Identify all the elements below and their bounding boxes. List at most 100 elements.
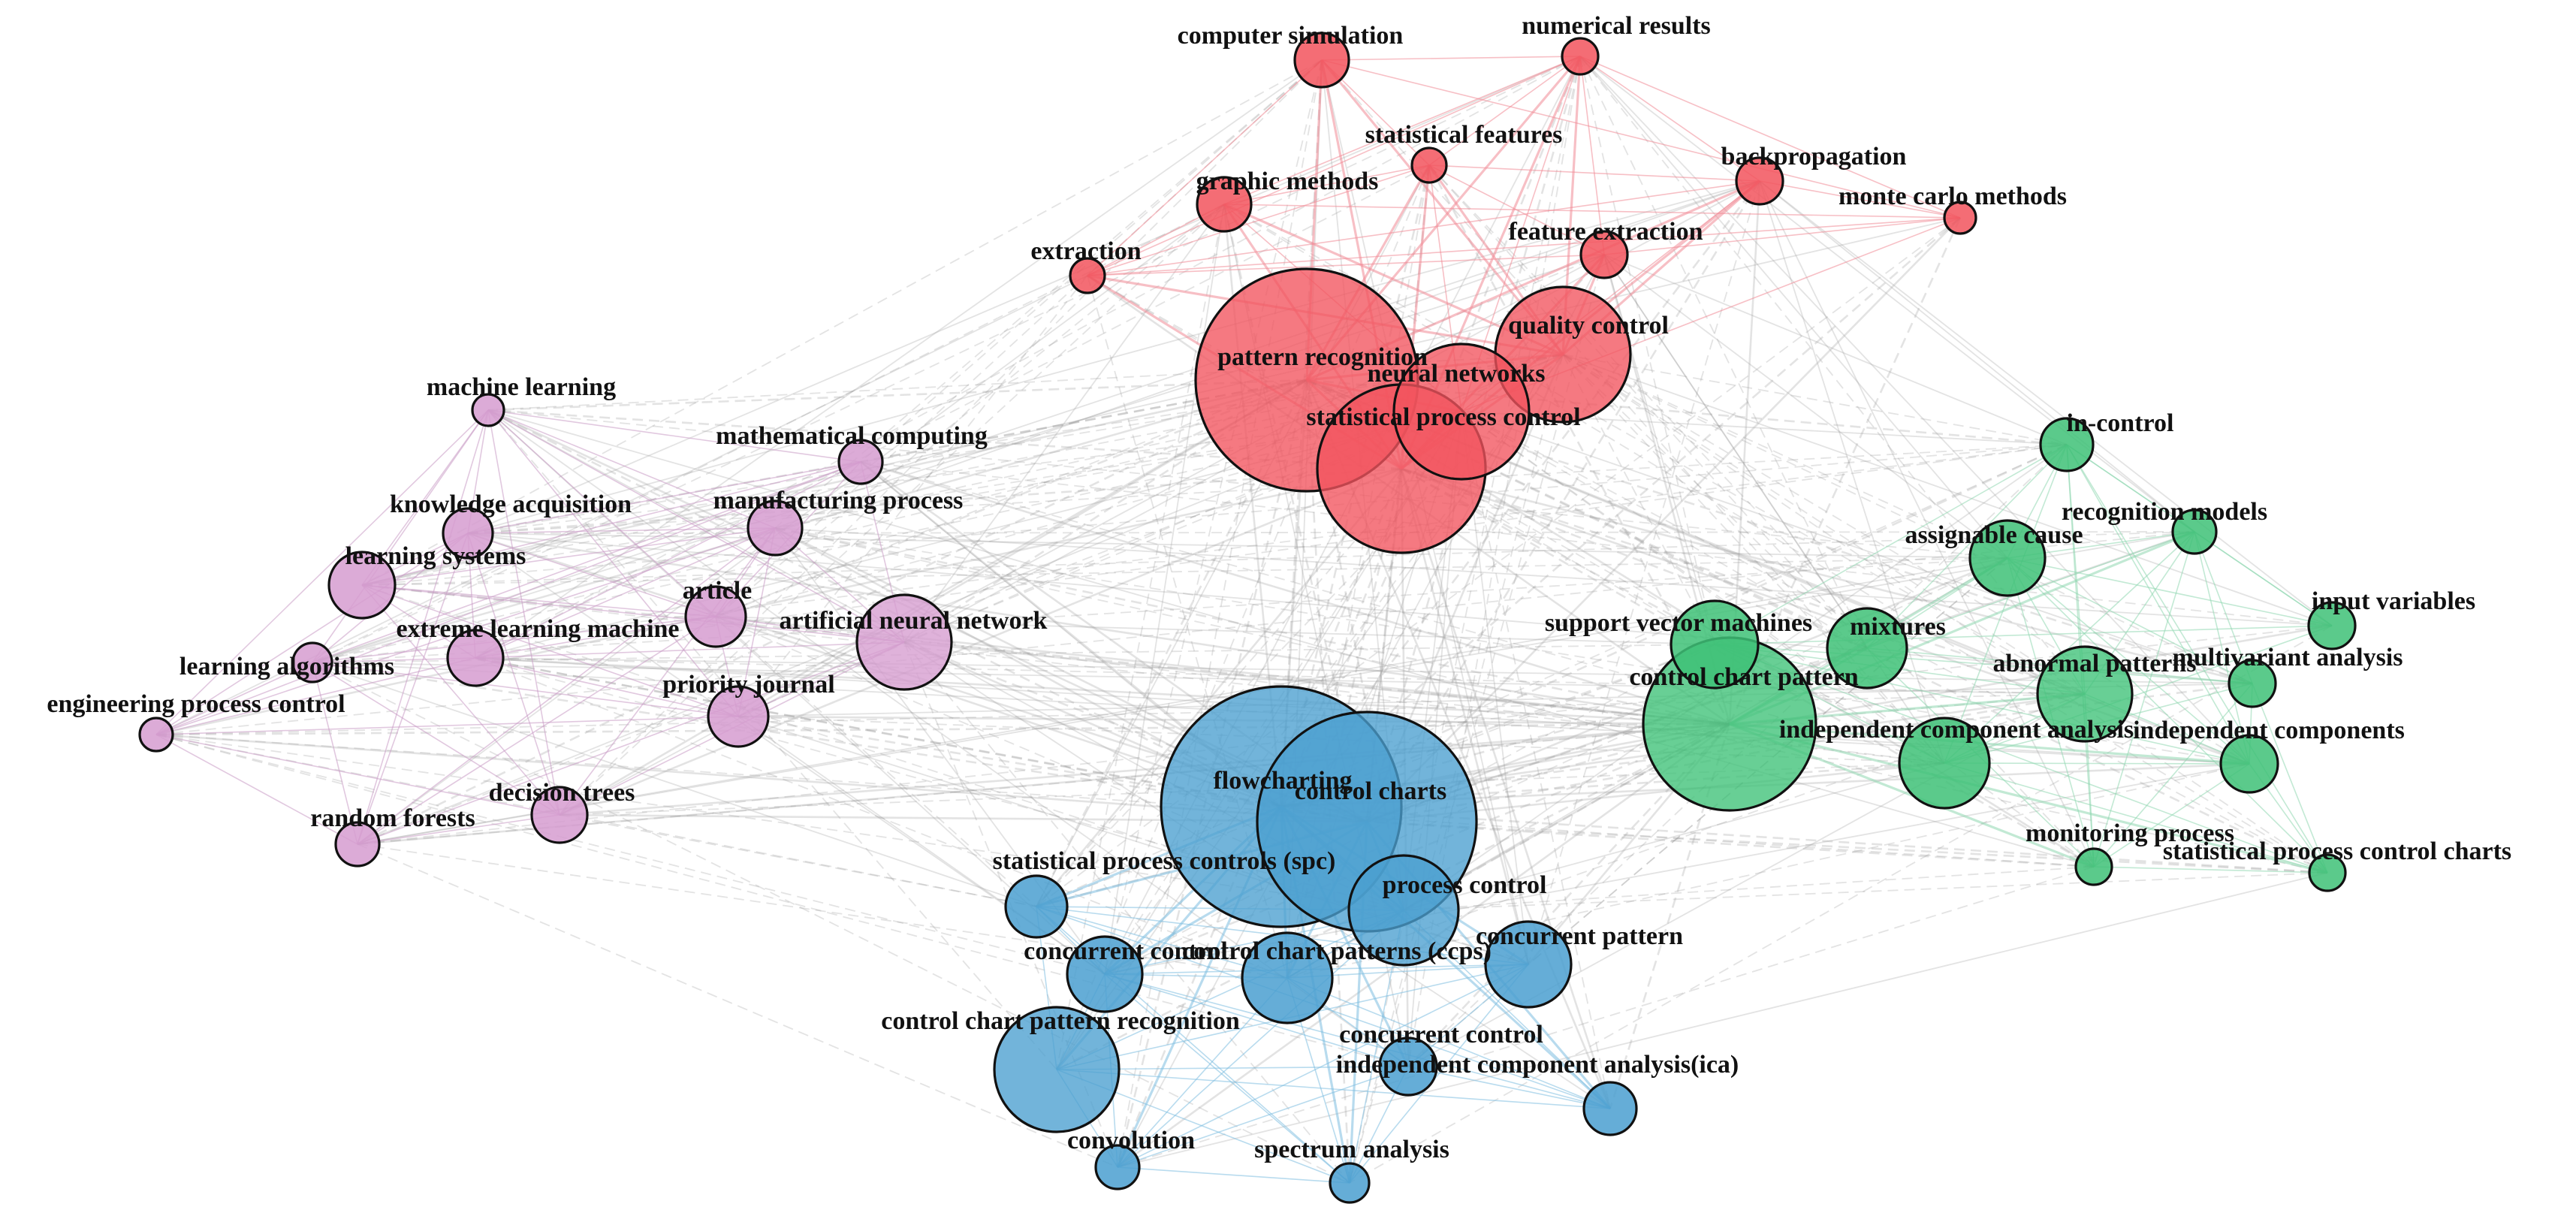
cross-cluster-edge <box>1407 723 1730 1067</box>
cross-cluster-edge <box>715 204 1225 617</box>
cross-cluster-edge <box>1280 217 1961 807</box>
label-ccpr: control chart pattern recognition <box>881 1007 1240 1035</box>
cluster-edge <box>361 584 905 643</box>
cross-cluster-edge <box>860 461 1945 764</box>
cluster-edge <box>1117 1066 1409 1168</box>
cluster-edge <box>1286 977 1611 1109</box>
cross-cluster-edge <box>1603 254 2008 559</box>
cross-cluster-edge <box>1056 204 1225 1070</box>
cross-cluster-edge <box>774 527 2333 626</box>
cluster-edge <box>312 662 739 717</box>
cluster-edge <box>1321 59 1961 219</box>
label-independent-component-analysis: independent component analysis <box>1779 716 2134 744</box>
cross-cluster-edge <box>774 527 2250 765</box>
node-engineering-process-control <box>138 717 174 753</box>
cross-cluster-edge <box>1562 354 1945 764</box>
label-manufacturing-process: manufacturing process <box>713 487 964 514</box>
node-monitoring-process <box>2074 847 2113 886</box>
cross-cluster-edge <box>1428 164 1731 725</box>
cluster-edge <box>1866 444 2068 649</box>
cluster-edge <box>1603 217 1961 255</box>
cluster-edge <box>1087 56 1581 276</box>
cross-cluster-edge <box>487 379 1308 412</box>
label-machine-learning: machine learning <box>427 373 616 401</box>
cross-cluster-edge <box>1401 467 2086 696</box>
cluster-edge <box>1223 164 1430 205</box>
cluster-edge <box>1579 56 1961 219</box>
node-concurrent-pattern <box>1484 920 1573 1009</box>
node-spcs <box>1004 874 1069 939</box>
cross-cluster-edge <box>774 527 1730 726</box>
cluster-edge <box>475 657 739 717</box>
cluster-edge <box>361 461 861 586</box>
cross-cluster-edge <box>559 814 1037 907</box>
cross-cluster-edge <box>487 409 1057 1070</box>
cluster-edge <box>487 409 716 617</box>
cross-cluster-edge <box>715 616 1037 907</box>
cross-cluster-edge <box>1579 56 2008 559</box>
cross-cluster-edge <box>475 56 1581 659</box>
label-pattern-recognition: pattern recognition <box>1217 343 1428 371</box>
cross-cluster-edge <box>1056 723 1730 1071</box>
cross-cluster-edge <box>467 533 2253 684</box>
node-input-variables <box>2307 601 2357 650</box>
cross-cluster-edge <box>1603 254 1715 645</box>
cluster-edge <box>1223 56 1581 205</box>
cluster-edge <box>1579 56 1760 182</box>
cross-cluster-edge <box>1461 411 2253 684</box>
cluster-edge <box>1714 644 2253 684</box>
cluster-edge <box>155 734 358 845</box>
cluster-edge <box>361 584 739 717</box>
cross-cluster-edge <box>475 59 1323 659</box>
cluster-edge <box>1729 723 2328 874</box>
cross-cluster-edge <box>155 723 1730 736</box>
node-support-vector-machines <box>1670 599 1760 689</box>
cluster-edge <box>1944 762 2250 765</box>
cluster-edge <box>357 616 716 845</box>
cluster-edge <box>1117 1166 1350 1184</box>
cluster-edge <box>1056 1069 1611 1109</box>
cross-cluster-edge <box>860 460 1730 726</box>
cross-cluster-edge <box>487 354 1564 411</box>
cross-cluster-edge <box>1117 866 2095 1168</box>
node-ccps <box>1241 931 1334 1024</box>
cross-cluster-edge <box>467 180 1760 534</box>
cross-cluster-edge <box>1603 254 2068 445</box>
cluster-edge <box>1714 625 2333 645</box>
node-learning-systems <box>327 551 397 620</box>
cluster-edge <box>155 716 739 735</box>
cluster-edge <box>1944 531 2195 764</box>
node-abnormal-patterns <box>2036 645 2134 743</box>
node-recognition-models <box>2171 508 2218 555</box>
cluster-edge <box>1087 254 1605 276</box>
cross-cluster-edge <box>1349 254 1605 1184</box>
node-independent-components <box>2219 734 2279 794</box>
cross-cluster-edge <box>1562 354 1868 649</box>
cluster-edge <box>475 461 861 659</box>
cross-cluster-edge <box>312 444 2068 663</box>
cluster-edge <box>1087 59 1323 276</box>
label-monitoring-process: monitoring process <box>2026 819 2234 847</box>
node-graphic-methods <box>1196 176 1253 233</box>
node-convolution <box>1094 1144 1141 1190</box>
cross-cluster-edge <box>312 557 2008 663</box>
cross-cluster-edge <box>467 533 2008 559</box>
cluster-edge <box>155 533 469 735</box>
cross-cluster-edge <box>1403 762 1945 911</box>
cluster-edge <box>475 641 905 659</box>
cross-cluster-edge <box>738 683 2253 717</box>
cluster-edge <box>357 814 560 845</box>
cluster-edge <box>2194 531 2253 684</box>
cross-cluster-edge <box>1366 820 2328 874</box>
cluster-edge <box>357 409 489 845</box>
node-neural-networks <box>1392 342 1531 481</box>
label-statistical-process-control: statistical process control <box>1306 403 1580 431</box>
cluster-edge <box>1056 910 1404 1070</box>
label-engineering-process-control: engineering process control <box>47 690 345 718</box>
node-mixtures <box>1826 607 1908 689</box>
label-convolution: convolution <box>1067 1127 1195 1154</box>
node-knowledge-acquisition <box>442 507 494 560</box>
cluster-edge <box>312 409 489 663</box>
node-layer <box>138 32 2357 1204</box>
node-extraction <box>1069 257 1106 294</box>
